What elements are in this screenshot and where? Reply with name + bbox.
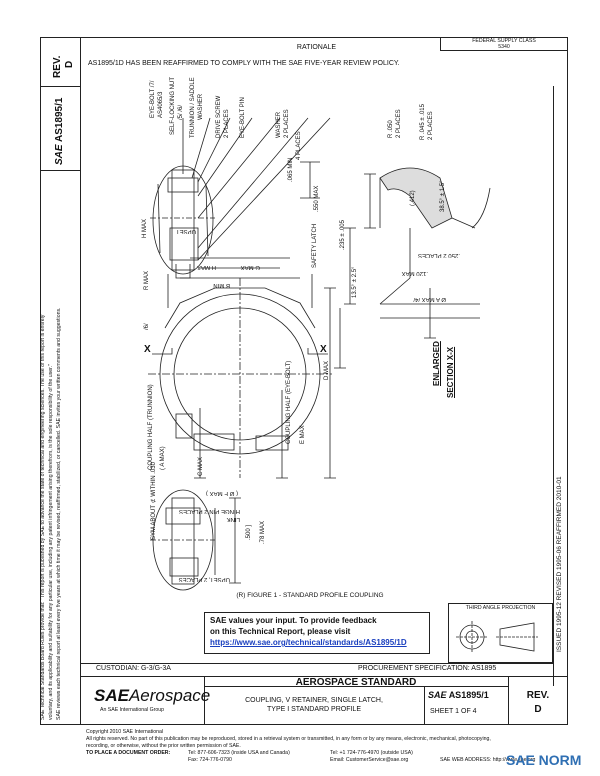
label-b-min: B MIN bbox=[213, 282, 230, 288]
label-coupling-half-trunnion: COUPLING HALF (TRUNNION) bbox=[148, 384, 154, 470]
tel: Tel: 877-606-7323 (inside USA and Canada… bbox=[188, 750, 290, 756]
issue-dates: ISSUED 1995-12 REVISED 1995-06 REAFFIRME… bbox=[556, 476, 563, 652]
sae-aerospace-logo: SAEAerospace bbox=[94, 686, 210, 706]
label-washer: WASHER bbox=[198, 93, 204, 120]
label-eye-bolt-spec: AS4065/3 bbox=[158, 91, 164, 118]
label-washer2: WASHER bbox=[276, 111, 282, 138]
custodian: CUSTODIAN: G-3/G-3A bbox=[96, 665, 171, 672]
label-nut-spec: /5/ /6/ bbox=[178, 104, 184, 120]
label-upset: UPSET bbox=[175, 228, 196, 234]
rights: All rights reserved. No part of this pub… bbox=[86, 736, 491, 742]
email: Email: CustomerService@sae.org bbox=[330, 757, 409, 763]
label-h-max-top: H MAX bbox=[142, 218, 148, 238]
title-doc-number: SAE AS1895/1 bbox=[428, 690, 489, 700]
part-title-line1: COUPLING, V RETAINER, SINGLE LATCH, bbox=[245, 697, 383, 704]
projection-box bbox=[448, 603, 553, 663]
label-eye-bolt: EYE-BOLT /7/ bbox=[150, 80, 156, 118]
label-f-max: ( Ø F MAX ) bbox=[206, 490, 238, 496]
label-hinge-pin: HINGE PIN 2 PLACES bbox=[178, 508, 240, 514]
label-412: (.412) bbox=[410, 190, 416, 206]
label-e-max: E MAX bbox=[300, 425, 306, 444]
part-title-line2: TYPE I STANDARD PROFILE bbox=[267, 706, 361, 713]
label-upset-2: UPSET, 2 PLACES bbox=[178, 576, 230, 582]
label-coupling-half-eyebolt: COUPLING HALF (EYE-BOLT) bbox=[286, 360, 292, 444]
label-r045: R .045 ± .015 bbox=[420, 104, 426, 140]
left-logo: SAE bbox=[54, 144, 65, 165]
section-marker-left: X bbox=[144, 344, 151, 355]
title-rev-label: REV. bbox=[526, 690, 550, 701]
fax: Fax: 724-776-0790 bbox=[188, 757, 232, 763]
label-78-max: .78 MAX bbox=[260, 520, 266, 544]
label-065-min: .065 MIN bbox=[288, 157, 294, 182]
left-rev-label: REV. bbox=[52, 55, 63, 78]
label-f-max-note: /6/ bbox=[144, 323, 150, 330]
feedback-link[interactable]: https://www.sae.org/technical/standards/… bbox=[210, 638, 407, 647]
projection-label: THIRD ANGLE PROJECTION bbox=[465, 605, 536, 611]
web: SAE WEB ADDRESS: http://www.sae.org bbox=[440, 757, 536, 763]
label-a-max-sec: Ø A MAX /4/ bbox=[413, 296, 446, 302]
left-doc-number: SAE AS1895/1 bbox=[54, 98, 65, 165]
logo-sae: SAE bbox=[94, 686, 129, 705]
fed-class-line1: FEDERAL SUPPLY CLASS bbox=[472, 38, 536, 44]
label-500: .500 ] bbox=[246, 524, 252, 540]
label-eye-bolt-pin: EYE-BOLT PIN bbox=[240, 97, 246, 138]
label-235: .235 ± .005 bbox=[340, 220, 346, 250]
section-label-xx: SECTION X-X bbox=[446, 346, 455, 398]
left-rev-value: D bbox=[64, 60, 75, 68]
watermark: SAE NORM bbox=[506, 752, 582, 768]
figure-caption: (R) FIGURE 1 - STANDARD PROFILE COUPLING bbox=[236, 592, 384, 599]
label-h-max: H MAX bbox=[196, 264, 216, 270]
section-label-enlarged: ENLARGED bbox=[432, 341, 441, 386]
label-link: LINK bbox=[226, 516, 240, 522]
label-angle-38: 38.5° ± 1.5° bbox=[440, 180, 446, 212]
logo-sub: An SAE International Group bbox=[100, 707, 165, 713]
feedback-box bbox=[204, 612, 430, 654]
label-two-places-r050: 2 PLACES bbox=[396, 109, 402, 138]
rationale-title: RATIONALE bbox=[296, 44, 337, 51]
procurement: PROCUREMENT SPECIFICATION: AS1895 bbox=[358, 665, 497, 672]
copyright: Copyright 2010 SAE International bbox=[86, 729, 163, 735]
label-r050: R .050 bbox=[388, 120, 394, 138]
label-trunnion-saddle: TRUNNION / SADDLE bbox=[190, 77, 196, 138]
feedback-line1: SAE values your input. To provide feedba… bbox=[210, 616, 377, 625]
standard-title: AEROSPACE STANDARD bbox=[295, 677, 417, 688]
logo-aerospace: Aerospace bbox=[128, 686, 211, 705]
label-d-max: D MAX bbox=[324, 360, 330, 380]
projection-symbol bbox=[456, 621, 538, 653]
label-self-locking-nut: SELF-LOCKING NUT bbox=[170, 76, 176, 135]
label-c-max: C MAX bbox=[198, 456, 204, 476]
label-r-max: R MAX bbox=[144, 270, 150, 290]
label-120: .120 MAX bbox=[401, 270, 428, 276]
label-four-places: 4 PLACES bbox=[296, 131, 302, 160]
feedback-line2: on this Technical Report, please visit bbox=[210, 627, 351, 636]
order-label: TO PLACE A DOCUMENT ORDER: bbox=[86, 750, 171, 756]
rights2: recording, or otherwise, without the pri… bbox=[86, 743, 241, 749]
label-angle-135: 13.5° ± 2.5° bbox=[352, 266, 358, 298]
rationale-text: AS1895/1D HAS BEEN REAFFIRMED TO COMPLY … bbox=[88, 60, 400, 67]
sheet-number: SHEET 1 OF 4 bbox=[430, 708, 477, 715]
label-two-places-r045: 2 PLACES bbox=[428, 111, 434, 140]
fed-class-line2: 5340 bbox=[498, 44, 510, 50]
title-doc-number-text: AS1895/1 bbox=[448, 690, 489, 700]
label-drive-screw: DRIVE SCREW bbox=[216, 95, 222, 138]
coupling-drawing bbox=[148, 117, 491, 591]
label-250: .250 2 PLACES bbox=[417, 252, 460, 258]
label-two-places: 2 PLACES bbox=[224, 109, 230, 138]
page-frame bbox=[40, 37, 568, 725]
label-g-max: G MAX bbox=[240, 264, 260, 270]
label-safety-latch: SAFETY LATCH bbox=[312, 223, 318, 268]
label-550-max: .550 MAX bbox=[314, 185, 320, 212]
left-doc-number-text: AS1895/1 bbox=[54, 97, 65, 143]
tel2: Tel: +1 724-776-4970 (outside USA) bbox=[330, 750, 413, 756]
label-two-places-2: 2 PLACES bbox=[284, 109, 290, 138]
title-rev-value: D bbox=[534, 704, 542, 715]
label-sym-about: SYM ABOUT ⊄ WITHIN .030 bbox=[151, 462, 157, 540]
section-marker-right: X bbox=[320, 344, 327, 355]
title-sae-small: SAE bbox=[428, 690, 447, 700]
label-a-max: ( A MAX) bbox=[160, 446, 166, 470]
